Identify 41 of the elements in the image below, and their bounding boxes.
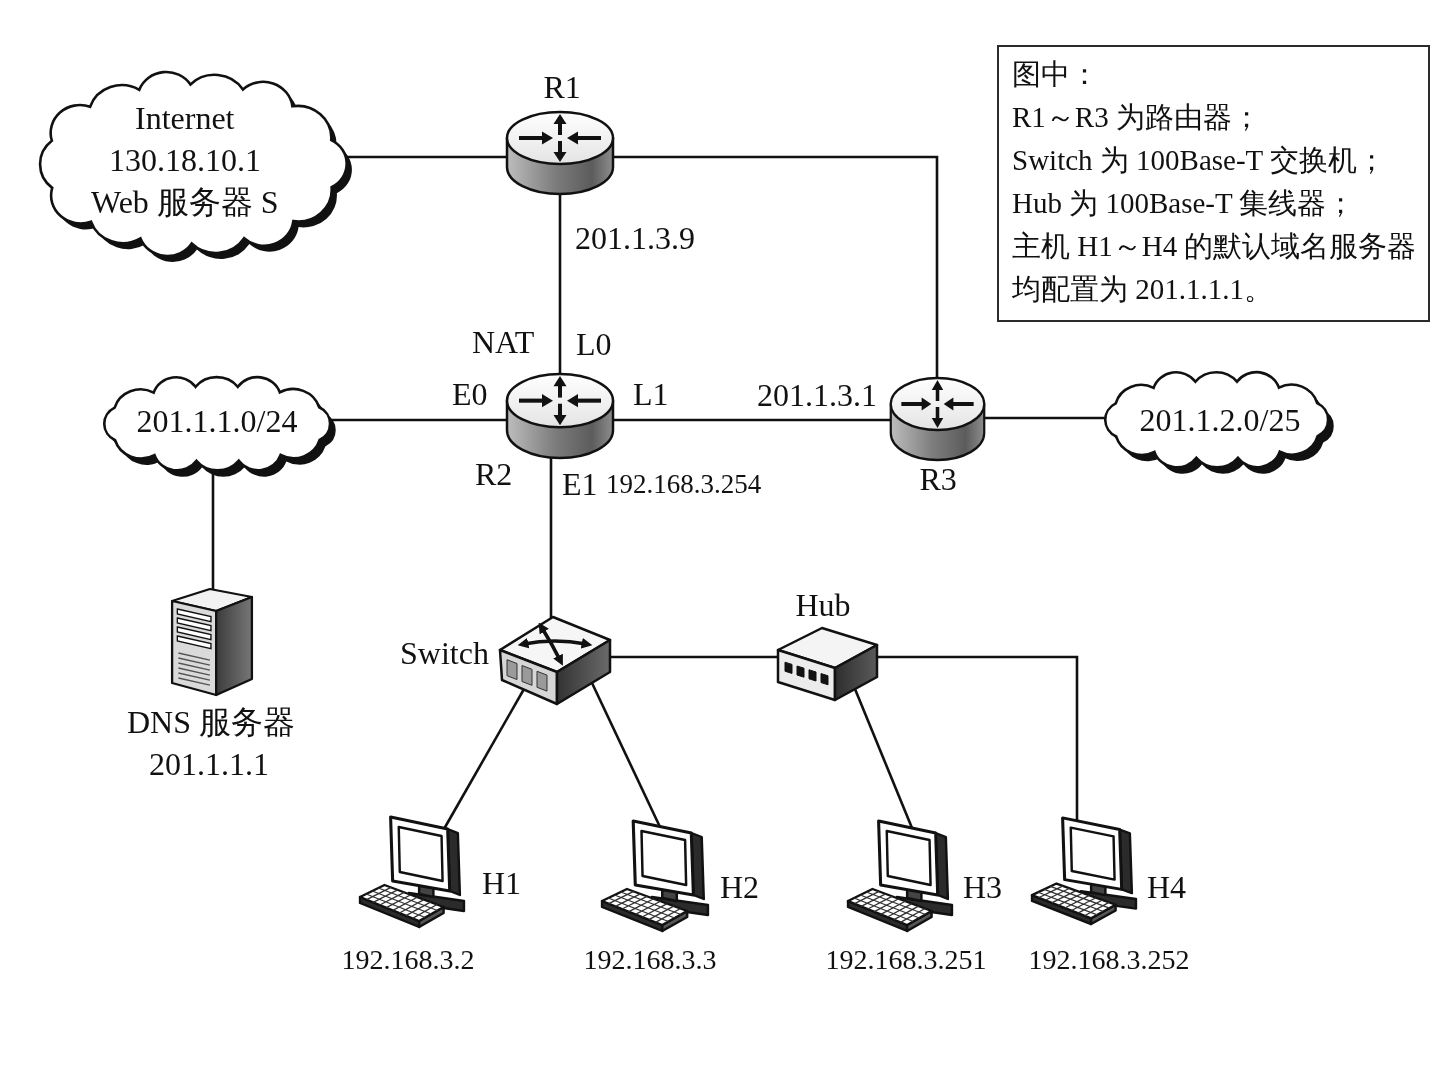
connection-line bbox=[984, 416, 1106, 420]
device-label: H2 bbox=[720, 871, 760, 904]
cloud-label: Web 服务器 S bbox=[91, 186, 279, 219]
cloud-label: 130.18.10.1 bbox=[109, 144, 261, 177]
note-text: 主机 H1～H4 的默认域名服务器均配置为 201.1.1.1。 bbox=[1012, 229, 1418, 307]
cloud-label: 201.1.1.0/24 bbox=[136, 405, 298, 438]
connection-line bbox=[211, 472, 215, 590]
network-cloud bbox=[102, 375, 338, 479]
ip-address: 192.168.3.251 bbox=[825, 946, 987, 975]
device-label: H3 bbox=[963, 871, 1003, 904]
device-label: Hub bbox=[795, 589, 851, 622]
connection-line bbox=[611, 655, 778, 659]
device-label: DNS 服务器 bbox=[127, 706, 295, 739]
connection-line bbox=[330, 418, 507, 422]
note-box bbox=[997, 45, 1430, 322]
device-label: H1 bbox=[482, 867, 522, 900]
ip-address: 192.168.3.2 bbox=[341, 946, 475, 975]
note-text: 图中： bbox=[1012, 57, 1100, 92]
connection-line bbox=[558, 194, 562, 374]
connection-line bbox=[853, 688, 914, 829]
note-text: Hub 为 100Base-T 集线器； bbox=[1012, 186, 1357, 221]
connection-line bbox=[877, 655, 1079, 821]
cloud-label: Internet bbox=[135, 102, 235, 135]
network-cloud bbox=[38, 70, 354, 264]
device-label: R3 bbox=[919, 463, 957, 496]
device-label: Switch bbox=[400, 637, 489, 670]
note-text: R1～R3 为路由器； bbox=[1012, 100, 1262, 135]
cloud-label: 201.1.2.0/25 bbox=[1139, 404, 1301, 437]
note-text: Switch 为 100Base-T 交换机； bbox=[1012, 143, 1388, 178]
connection-line bbox=[613, 418, 891, 422]
network-cloud bbox=[1103, 370, 1336, 476]
ip-address: 192.168.3.252 bbox=[1028, 946, 1190, 975]
device-label: H4 bbox=[1147, 871, 1187, 904]
ip-address: 192.168.3.3 bbox=[583, 946, 717, 975]
connection-line bbox=[346, 155, 507, 159]
ip-address: 201.1.1.1 bbox=[149, 748, 269, 781]
connection-line bbox=[613, 155, 939, 378]
device-label: R2 bbox=[475, 458, 513, 491]
connection-line bbox=[442, 688, 526, 830]
connection-line bbox=[549, 457, 553, 618]
device-label: R1 bbox=[543, 71, 581, 104]
